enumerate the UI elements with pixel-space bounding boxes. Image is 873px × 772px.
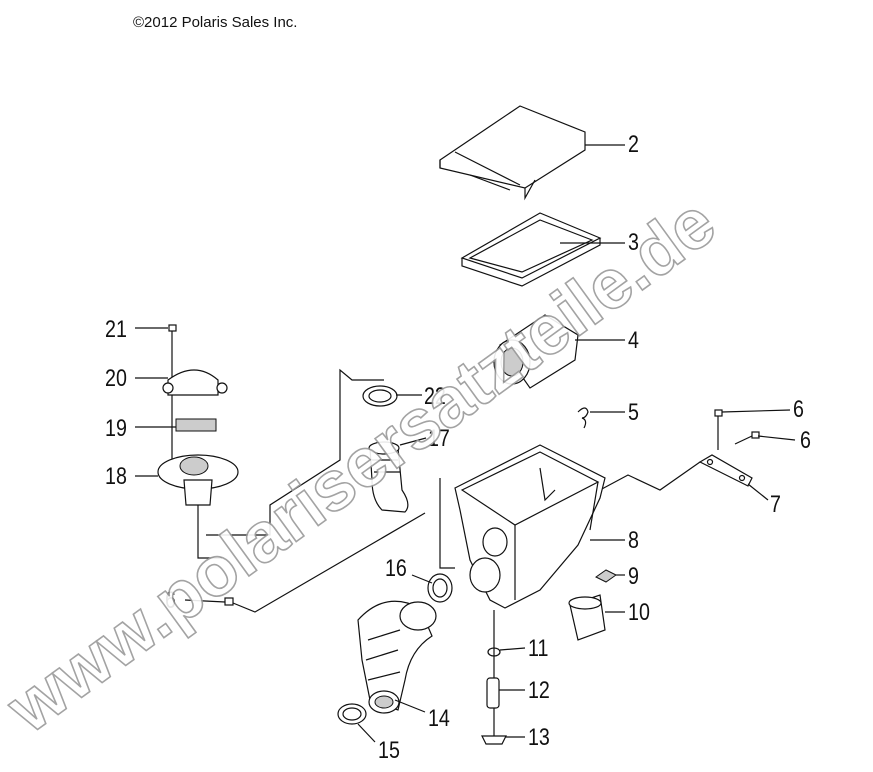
part-6-bolt-side[interactable] (734, 431, 760, 445)
part-21-screw[interactable] (168, 324, 177, 470)
callout-18: 18 (105, 462, 127, 489)
part-22-clamp[interactable] (362, 385, 398, 407)
callout-9: 9 (628, 562, 639, 589)
leader-14 (394, 699, 426, 713)
callout-3: 3 (628, 228, 639, 255)
callout-6a: 6 (793, 395, 804, 422)
leader-22-path (206, 368, 384, 536)
part-20-bracket[interactable] (162, 369, 228, 396)
leader-6a (721, 409, 791, 413)
leader-6c-path (232, 512, 426, 613)
part-13-plug[interactable] (481, 735, 507, 745)
leader-6b (757, 435, 796, 441)
leader-7-path (599, 461, 701, 491)
callout-19: 19 (105, 414, 127, 441)
leader-airbox-path (439, 478, 455, 569)
callout-7: 7 (770, 490, 781, 517)
part-19-foam[interactable] (175, 418, 217, 432)
callout-16: 16 (385, 554, 407, 581)
part-12-drain-hose[interactable] (486, 677, 500, 709)
part-16-clamp[interactable] (427, 573, 453, 603)
leader-15 (357, 723, 376, 743)
leader-16 (411, 574, 433, 584)
leader-7 (747, 483, 769, 501)
part-15-clamp[interactable] (337, 703, 367, 725)
callout-5: 5 (628, 398, 639, 425)
callout-17: 17 (428, 424, 450, 451)
callout-6c: 6 (165, 586, 176, 613)
callout-10: 10 (628, 598, 650, 625)
part-9-pad[interactable] (595, 569, 617, 583)
callout-14: 14 (428, 704, 450, 731)
copyright-notice: ©2012 Polaris Sales Inc. (133, 14, 298, 31)
callout-8: 8 (628, 526, 639, 553)
leader-6c (184, 599, 226, 603)
callout-6b: 6 (800, 426, 811, 453)
part-6-bolt-upper[interactable] (714, 409, 723, 450)
part-17-elbow-hose[interactable] (368, 441, 409, 513)
callout-22: 22 (424, 382, 446, 409)
callout-4: 4 (628, 326, 639, 353)
part-8-airbox[interactable] (454, 444, 606, 609)
part-10-sleeve[interactable] (568, 594, 606, 641)
leader-18-path (197, 505, 222, 559)
part-14-intake-duct[interactable] (357, 600, 437, 714)
leader-17 (399, 437, 427, 446)
callout-2: 2 (628, 130, 639, 157)
callout-21: 21 (105, 315, 127, 342)
part-7-bracket[interactable] (698, 454, 753, 487)
part-4-filter-element[interactable] (493, 314, 579, 389)
callout-20: 20 (105, 364, 127, 391)
part-5-clip[interactable] (577, 407, 589, 429)
callout-11: 11 (528, 634, 548, 661)
callout-12: 12 (528, 676, 550, 703)
leader-11 (499, 647, 526, 651)
callout-13: 13 (528, 723, 550, 750)
callout-15: 15 (378, 736, 400, 763)
part-2-cover[interactable] (439, 105, 586, 201)
part-18-cap[interactable] (157, 454, 239, 506)
